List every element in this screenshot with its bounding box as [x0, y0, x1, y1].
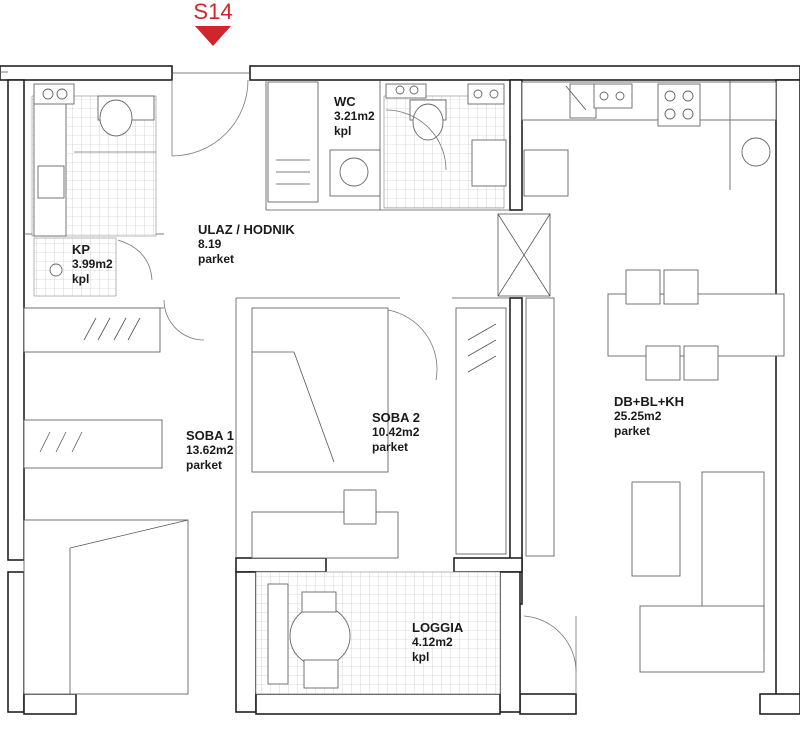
room-name: LOGGIA — [412, 620, 464, 635]
room-label-kp: KP 3.99m2 kpl — [72, 242, 113, 287]
loggia — [255, 571, 501, 695]
room-floor: parket — [614, 424, 651, 438]
interior-walls — [24, 79, 523, 715]
room-floor: kpl — [412, 650, 430, 664]
section-marker-label: S14 — [193, 0, 233, 24]
soba-1 — [23, 419, 189, 695]
room-floor: kpl — [72, 272, 90, 286]
room-label-living: DB+BL+KH 25.25m2 parket — [614, 394, 684, 439]
room-floor: kpl — [334, 124, 352, 138]
room-label-wc: WC 3.21m2 kpl — [334, 94, 375, 139]
room-floor: parket — [186, 458, 223, 472]
room-area: 3.99m2 — [72, 257, 113, 271]
room-name: WC — [334, 94, 356, 109]
room-area: 13.62m2 — [186, 443, 234, 457]
wc-room — [267, 81, 507, 209]
room-floor: parket — [372, 440, 409, 454]
room-area: 3.21m2 — [334, 109, 375, 123]
soba-2 — [251, 307, 507, 559]
room-label-loggia: LOGGIA 4.12m2 kpl — [412, 620, 463, 665]
room-name: KP — [72, 242, 91, 257]
room-floor: parket — [198, 252, 235, 266]
entrance-door — [163, 79, 249, 341]
room-name: ULAZ / HODNIK — [198, 222, 295, 237]
room-label-soba2: SOBA 2 10.42m2 parket — [372, 410, 420, 455]
kitchen-living — [497, 80, 785, 694]
section-marker: S14 — [188, 0, 238, 53]
room-area: 10.42m2 — [372, 425, 420, 439]
room-name: SOBA 1 — [186, 428, 234, 443]
room-name: DB+BL+KH — [614, 394, 685, 409]
room-area: 4.12m2 — [412, 635, 453, 649]
room-label-hall: ULAZ / HODNIK 8.19 parket — [198, 222, 295, 267]
room-name: SOBA 2 — [372, 410, 420, 425]
kp-bathroom — [23, 83, 161, 353]
exterior-walls — [0, 65, 800, 715]
section-arrow-icon — [195, 26, 231, 46]
room-area: 8.19 — [198, 237, 222, 251]
room-label-soba1: SOBA 1 13.62m2 parket — [186, 428, 234, 473]
room-area: 25.25m2 — [614, 409, 662, 423]
